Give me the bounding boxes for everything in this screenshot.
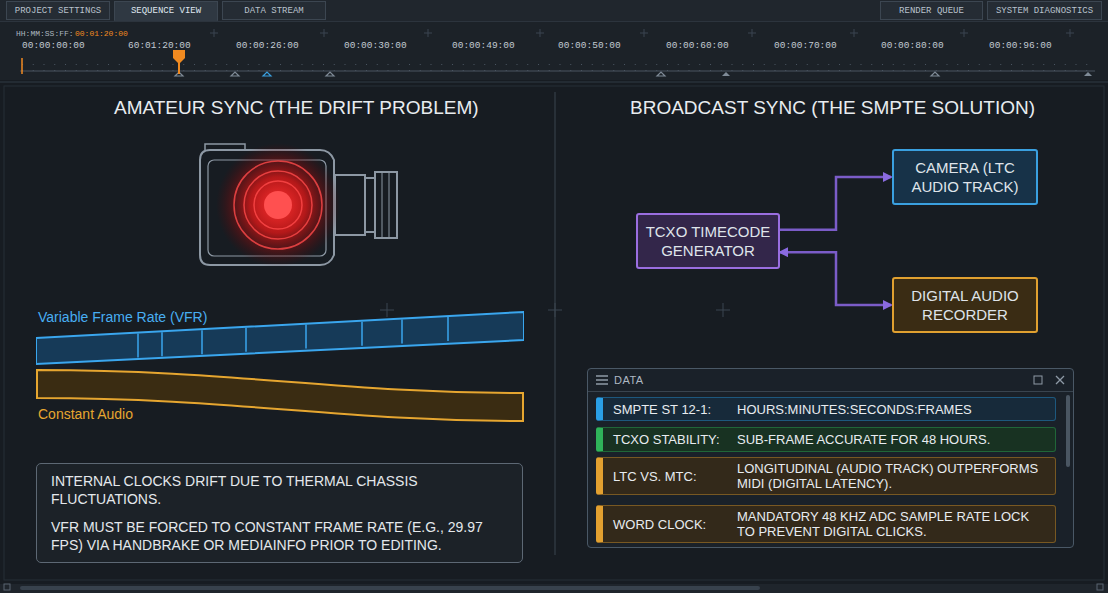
box-text: SEQUENCE VIEW (131, 6, 201, 16)
timecode-label: 00:00:26:00 (236, 40, 299, 51)
panel-header: DATA (588, 369, 1073, 392)
note-box: INTERNAL CLOCKS DRIFT DUE TO THERMAL CHA… (36, 463, 523, 563)
band-label: Constant Audio (38, 406, 133, 423)
timecode-label: HH:MM:SS:FF: (16, 29, 74, 38)
tab-button: PROJECT SETTINGS (6, 1, 110, 20)
box-text: DIGITAL AUDIO RECORDER (900, 286, 1030, 324)
tab-button: RENDER QUEUE (880, 1, 983, 20)
data-row: WORD CLOCK:MANDATORY 48 KHZ ADC SAMPLE R… (596, 505, 1056, 543)
tab-button: DATA STREAM (222, 1, 326, 20)
box-text: INTERNAL CLOCKS DRIFT DUE TO THERMAL CHA… (51, 472, 508, 508)
timecode-label: 00:00:00:00 (22, 40, 85, 51)
tab-button: SEQUENCE VIEW (114, 1, 218, 21)
timecode-label: 00:01:20:00 (75, 29, 128, 38)
row-key: TCXO STABILITY: (613, 432, 737, 447)
timecode-label: 00:00:30:00 (344, 40, 407, 51)
connector (780, 252, 891, 305)
timecode-label: 00:00:49:00 (452, 40, 515, 51)
connector (780, 177, 891, 230)
scrollbar (1066, 395, 1070, 467)
data-row: LTC VS. MTC:LONGITUDINAL (AUDIO TRACK) O… (596, 457, 1056, 495)
panel-heading: BROADCAST SYNC (THE SMPTE SOLUTION) (630, 97, 1035, 119)
row-value: HOURS:MINUTES:SECONDS:FRAMES (737, 402, 1047, 417)
timecode-label: 00:00:50:00 (558, 40, 621, 51)
box-text: VFR MUST BE FORCED TO CONSTANT FRAME RAT… (51, 518, 508, 554)
row-value: LONGITUDINAL (AUDIO TRACK) OUTPERFORMS M… (737, 461, 1047, 491)
box-text: PROJECT SETTINGS (15, 6, 101, 16)
box-text: CAMERA (LTC AUDIO TRACK) (900, 158, 1030, 196)
band-label: Variable Frame Rate (VFR) (38, 309, 207, 326)
row-key: LTC VS. MTC: (613, 469, 737, 484)
row-value: SUB-FRAME ACCURATE FOR 48 HOURS. (737, 432, 1047, 447)
panel-title: DATA (614, 373, 644, 387)
row-value: MANDATORY 48 KHZ ADC SAMPLE RATE LOCK TO… (737, 509, 1047, 539)
timecode-label: 00:00:80:00 (881, 40, 944, 51)
tab-button: SYSTEM DIAGNOSTICS (987, 1, 1102, 20)
box-text: DATA STREAM (244, 6, 303, 16)
panel-heading: AMATEUR SYNC (THE DRIFT PROBLEM) (114, 97, 479, 119)
process-box: TCXO TIMECODE GENERATOR (636, 213, 780, 269)
row-key: SMPTE ST 12-1: (613, 402, 737, 417)
box-text: SYSTEM DIAGNOSTICS (996, 6, 1093, 16)
process-box: DIGITAL AUDIO RECORDER (892, 277, 1038, 333)
process-box: CAMERA (LTC AUDIO TRACK) (892, 149, 1038, 205)
box-text: TCXO TIMECODE GENERATOR (644, 222, 772, 260)
row-key: WORD CLOCK: (613, 517, 737, 532)
menu-icon (596, 375, 608, 385)
data-row: SMPTE ST 12-1:HOURS:MINUTES:SECONDS:FRAM… (596, 397, 1056, 421)
timecode-label: 00:00:70:00 (774, 40, 837, 51)
video-frame-band: Variable Frame Rate (VFR) (36, 308, 524, 366)
data-panel: DATA SMPTE ST 12-1:HOURS:MINUTES:SECONDS:… (587, 368, 1074, 548)
audio-band: Constant Audio (36, 368, 524, 426)
timecode-label: 00:00:96:00 (989, 40, 1052, 51)
data-row: TCXO STABILITY:SUB-FRAME ACCURATE FOR 48… (596, 427, 1056, 452)
box-text: RENDER QUEUE (899, 6, 964, 16)
timecode-label: 60:01:20:00 (128, 40, 191, 51)
timecode-label: 00:00:60:00 (666, 40, 729, 51)
window-buttons (1033, 375, 1065, 385)
